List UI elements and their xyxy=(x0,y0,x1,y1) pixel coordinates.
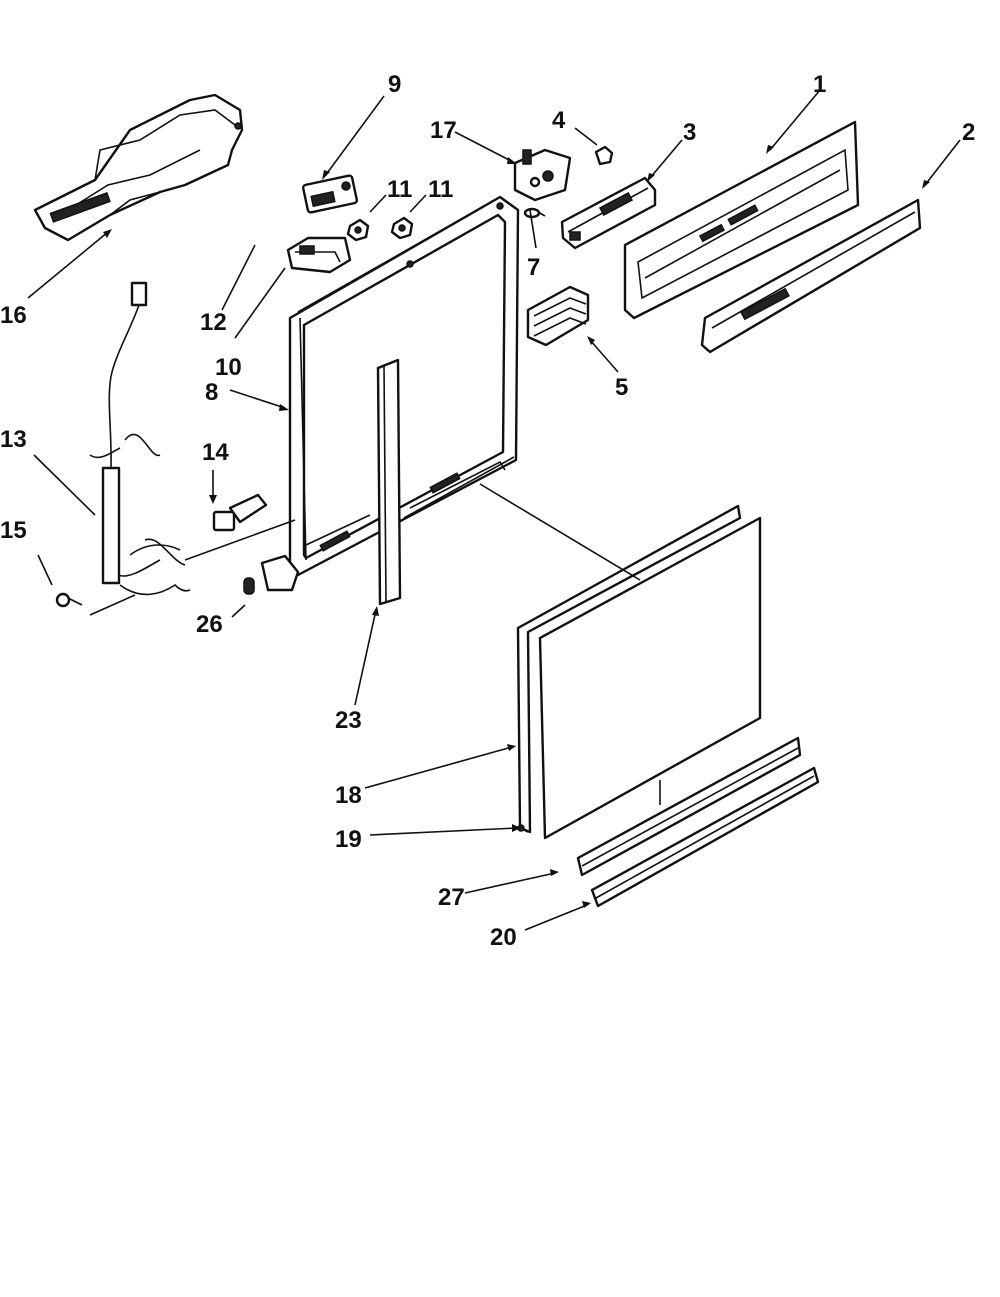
callout-14: 14 xyxy=(202,439,229,466)
bolt xyxy=(523,207,546,219)
frame-bracket xyxy=(260,554,300,592)
callout-9: 9 xyxy=(388,71,401,98)
callout-10: 10 xyxy=(215,354,242,381)
callout-18: 18 xyxy=(335,782,362,809)
fastener xyxy=(594,145,614,166)
wire-harness xyxy=(89,281,296,616)
connector-block xyxy=(526,285,590,347)
callout-15: 15 xyxy=(0,517,27,544)
callout-1: 1 xyxy=(813,71,826,98)
callout-8: 8 xyxy=(205,379,218,406)
callout-16: 16 xyxy=(0,302,27,329)
lower-trim xyxy=(576,736,802,877)
spring xyxy=(243,577,255,595)
callout-20: 20 xyxy=(490,924,517,951)
callout-26: 26 xyxy=(196,611,223,638)
vent-housing xyxy=(33,93,244,242)
hinge-mount xyxy=(286,236,352,274)
callout-19: 19 xyxy=(335,826,362,853)
callout-4: 4 xyxy=(552,107,566,134)
callout-11b: 11 xyxy=(428,176,453,203)
callout-23: 23 xyxy=(335,707,362,734)
vertical-trim xyxy=(376,358,402,606)
console-trim xyxy=(700,198,922,354)
callout-7: 7 xyxy=(527,254,540,281)
door-frame xyxy=(288,195,520,577)
callout-labels: 1 2 3 4 5 7 8 9 10 11 11 12 13 14 15 16 … xyxy=(0,71,975,951)
callout-13: 13 xyxy=(0,426,27,453)
callout-17: 17 xyxy=(430,117,457,144)
kick-strip xyxy=(590,766,820,908)
callout-3: 3 xyxy=(683,119,696,146)
nut-right xyxy=(390,216,414,240)
latch-assembly xyxy=(513,148,572,202)
door-switch xyxy=(212,493,268,532)
control-board xyxy=(560,176,657,250)
callout-11a: 11 xyxy=(387,176,412,203)
callout-27: 27 xyxy=(438,884,465,911)
callout-2: 2 xyxy=(962,119,975,146)
leader-lines xyxy=(27,89,961,931)
nut-left xyxy=(346,218,370,242)
callout-5: 5 xyxy=(615,374,628,401)
screw xyxy=(55,592,83,608)
hinge-bracket xyxy=(301,174,359,214)
callout-12: 12 xyxy=(200,309,227,336)
control-panel xyxy=(623,120,860,320)
